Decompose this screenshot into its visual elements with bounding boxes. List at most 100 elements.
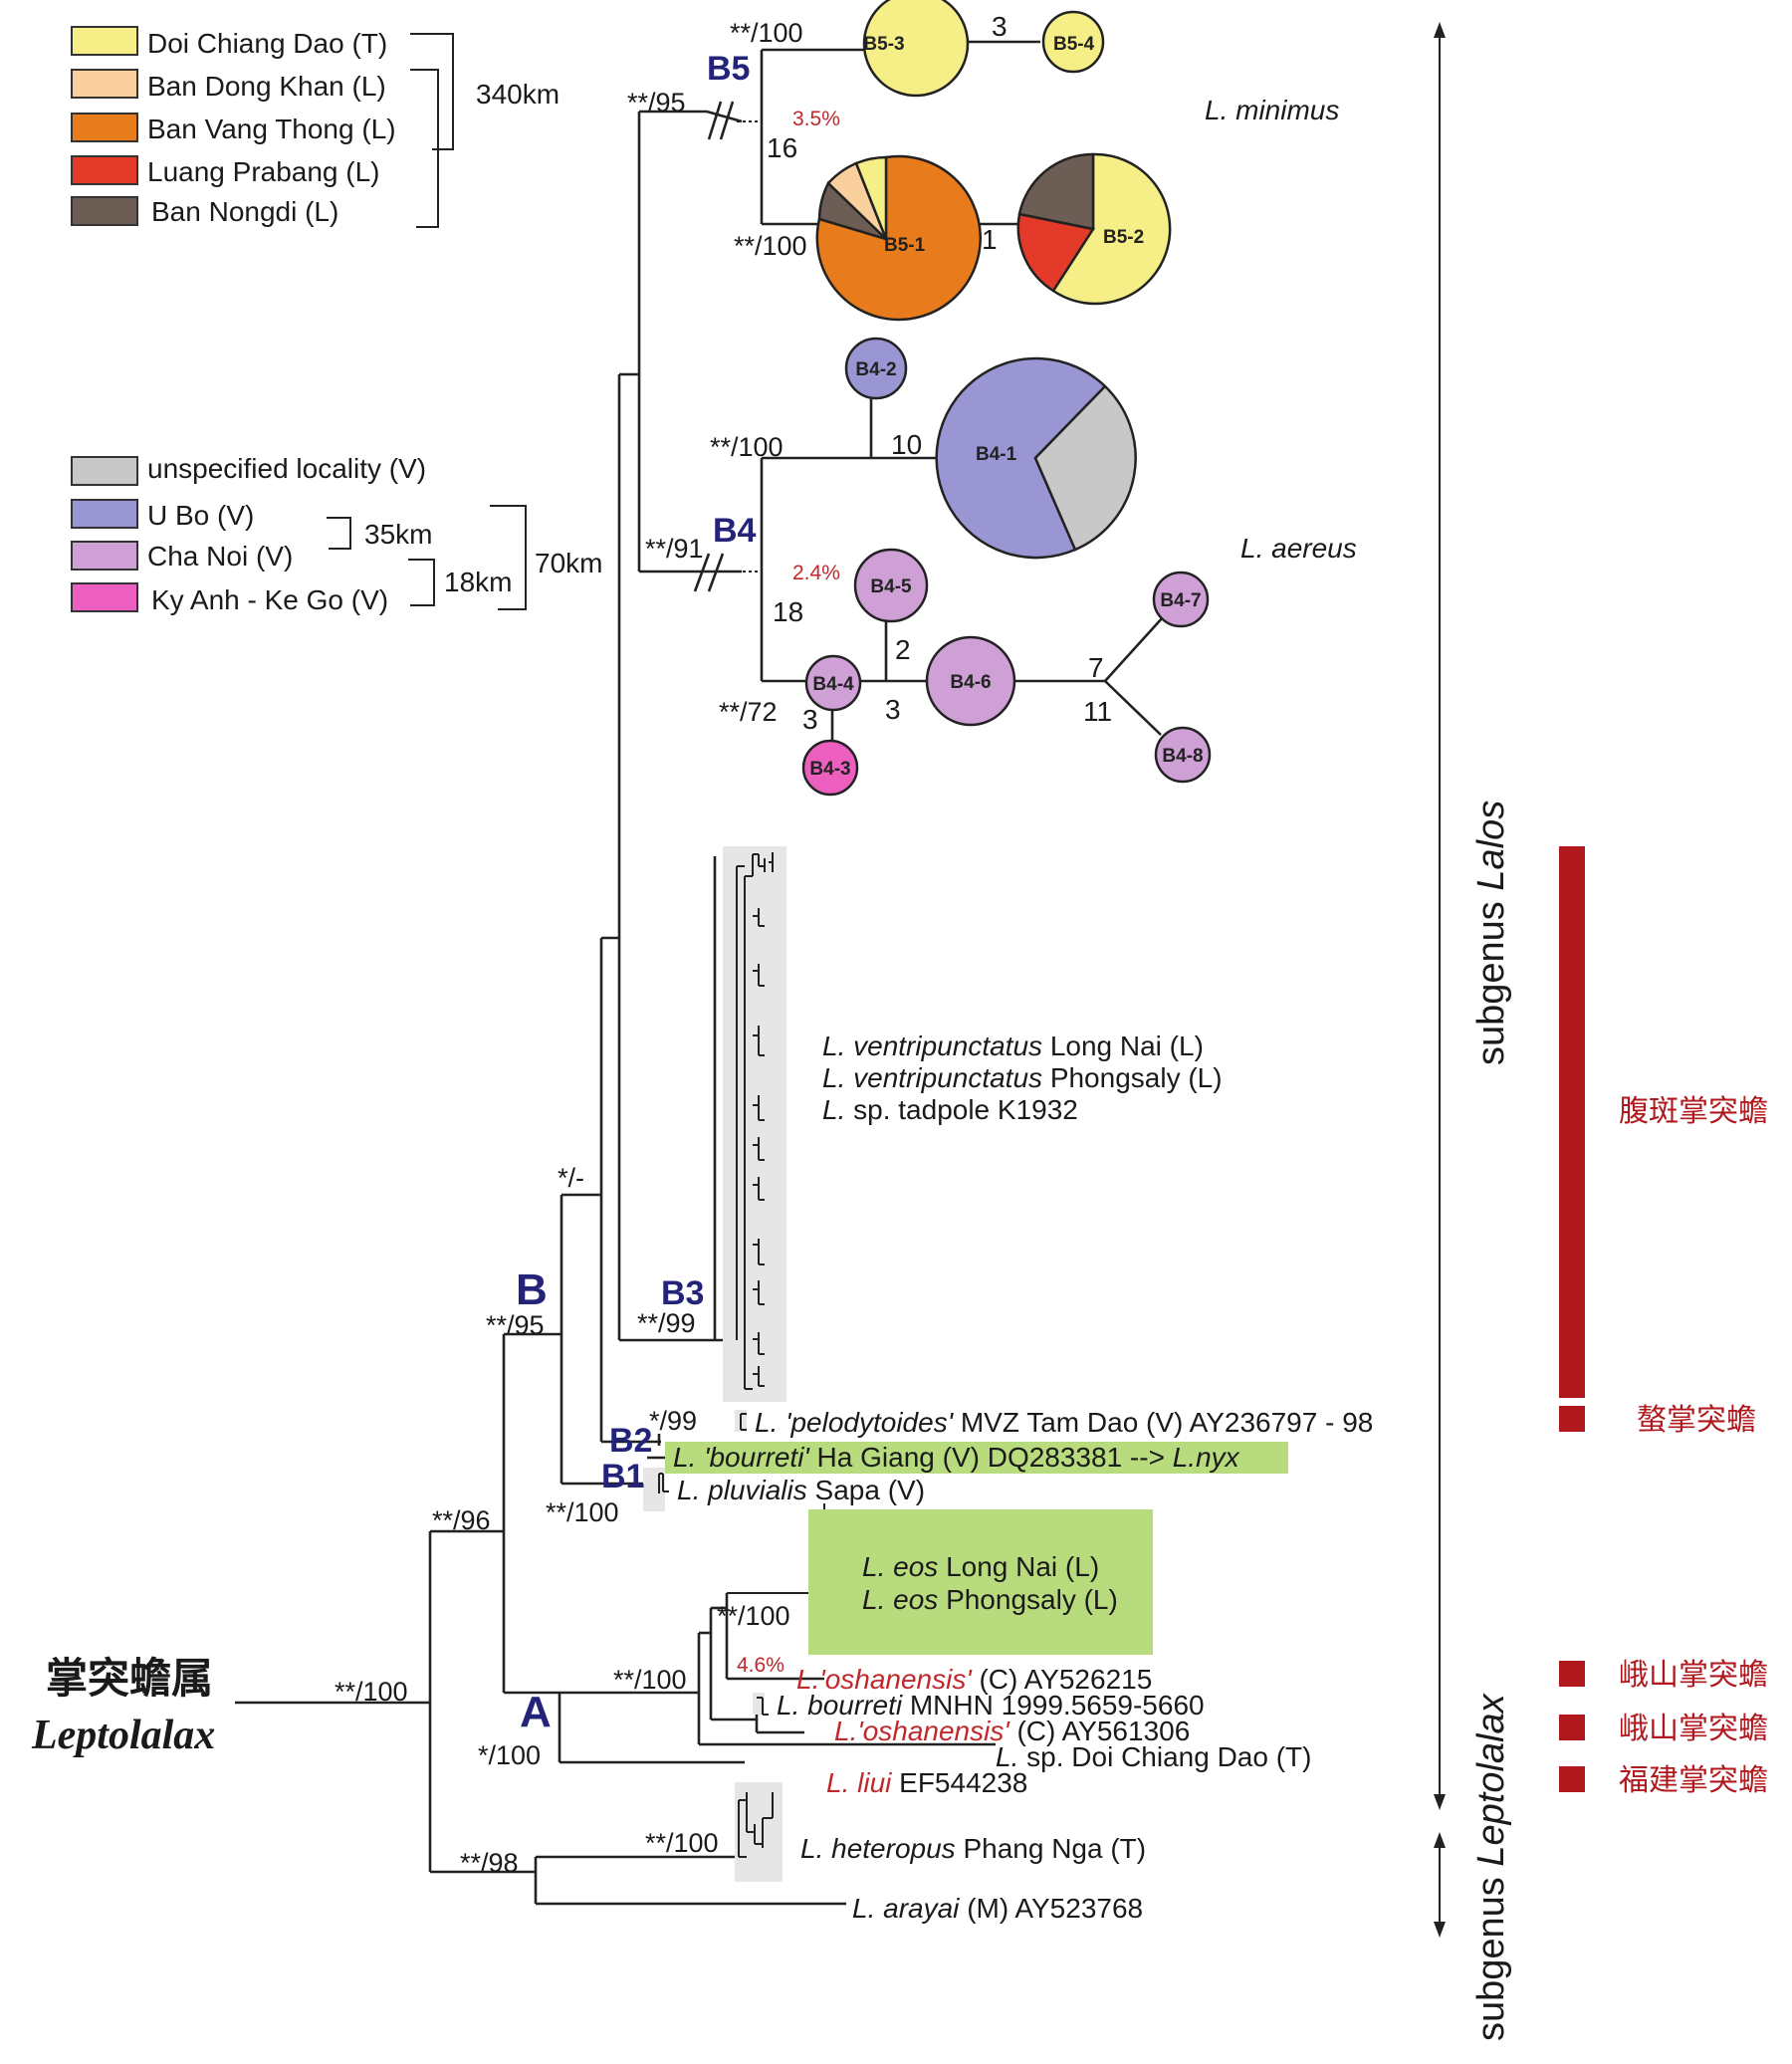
distance-18km: 18km bbox=[444, 567, 512, 597]
svg-text:B4-2: B4-2 bbox=[855, 359, 896, 380]
tip-pluvialis: L. pluvialis Sapa (V) bbox=[677, 1475, 925, 1505]
arrow-down-icon bbox=[1434, 1794, 1446, 1810]
b4-double-slash-2 bbox=[707, 553, 725, 592]
clade-label-a: A bbox=[520, 1688, 552, 1736]
cn-pelodytoides: 螯掌突蟾 bbox=[1637, 1403, 1756, 1438]
bar-ventripunctatus bbox=[1559, 846, 1585, 1398]
tip-arayai: L. arayai (M) AY523768 bbox=[852, 1893, 1143, 1924]
legend-label-ban-dong-khan: Ban Dong Khan (L) bbox=[147, 71, 386, 102]
haplotype-b4-2 bbox=[844, 337, 908, 400]
haplotype-b5-2 bbox=[1016, 152, 1172, 306]
legend-swatch-cha-noi bbox=[71, 541, 138, 571]
distance-bracket-outer bbox=[410, 33, 454, 150]
b4-step-18: 18 bbox=[773, 596, 803, 627]
bracket-70km bbox=[490, 505, 527, 610]
tip-eos-phongsaly: L. eos Phongsaly (L) bbox=[862, 1584, 1118, 1615]
legend-swatch-luang-prabang bbox=[71, 155, 138, 185]
tip-pelodytoides: L. 'pelodytoides' MVZ Tam Dao (V) AY2367… bbox=[755, 1407, 1373, 1438]
haplotype-b4-5 bbox=[853, 548, 929, 623]
b4-step-11: 11 bbox=[1083, 696, 1112, 727]
svg-text:B4-3: B4-3 bbox=[809, 759, 850, 780]
b3-shade-box bbox=[723, 846, 786, 1402]
legend-label-cha-noi: Cha Noi (V) bbox=[147, 541, 293, 572]
b5-divergence: 3.5% bbox=[792, 108, 840, 130]
support-root: **/100 bbox=[335, 1677, 408, 1707]
b5-step-3: 3 bbox=[992, 11, 1008, 42]
legend-label-ban-vang-thong: Ban Vang Thong (L) bbox=[147, 114, 396, 144]
b5-network: B5-3 B5-4 B5-1 B5-2 3 16 1 3.5% L. minim… bbox=[627, 0, 1339, 322]
legend-label-doi-chiang-dao: Doi Chiang Dao (T) bbox=[147, 28, 387, 59]
clade-label-b: B bbox=[516, 1265, 548, 1314]
label-l-minimus: L. minimus bbox=[1205, 95, 1339, 125]
support-b5-top: **/100 bbox=[730, 18, 803, 48]
b4-step-7: 7 bbox=[1088, 652, 1104, 683]
tip-ventripunctatus-long-nai: L. ventripunctatus Long Nai (L) bbox=[822, 1031, 1204, 1061]
clade-label-b3: B3 bbox=[661, 1274, 704, 1312]
clade-label-b5: B5 bbox=[707, 50, 750, 88]
svg-text:B4-8: B4-8 bbox=[1162, 746, 1203, 767]
tip-oshanensis-1: L.'oshanensis' (C) AY526215 bbox=[796, 1664, 1152, 1695]
genus-latin-name: Leptolalax bbox=[31, 1713, 215, 1758]
haplotype-b5-4 bbox=[1041, 10, 1105, 74]
cn-liui: 福建掌突蟾 bbox=[1619, 1763, 1768, 1798]
support-b3: **/99 bbox=[637, 1308, 696, 1338]
support-b4-bottom: **/72 bbox=[719, 697, 778, 727]
support-a: */100 bbox=[478, 1740, 541, 1770]
tip-oshanensis-2: L.'oshanensis' (C) AY561306 bbox=[834, 1716, 1190, 1746]
clade-label-b1: B1 bbox=[601, 1458, 644, 1495]
svg-text:B4-4: B4-4 bbox=[812, 674, 854, 695]
haplotype-b5-1 bbox=[815, 154, 983, 322]
cn-oshanensis-1: 峨山掌突蟾 bbox=[1619, 1658, 1768, 1693]
support-b2: */99 bbox=[649, 1406, 697, 1436]
tip-labels: L. ventripunctatus Long Nai (L) L. ventr… bbox=[673, 1031, 1373, 1924]
legend-localities-minimus: Doi Chiang Dao (T) Ban Dong Khan (L) Ban… bbox=[71, 26, 560, 228]
support-96: **/96 bbox=[432, 1505, 491, 1535]
distance-70km: 70km bbox=[535, 548, 602, 578]
heteropus-comb bbox=[738, 1792, 774, 1858]
haplotype-b4-8 bbox=[1154, 726, 1212, 784]
svg-text:B4-6: B4-6 bbox=[950, 672, 991, 693]
legend-swatch-ban-vang-thong bbox=[71, 113, 138, 142]
b4-step-10: 10 bbox=[891, 429, 922, 460]
b4-divergence: 2.4% bbox=[792, 562, 840, 584]
b4-double-slash-1 bbox=[693, 553, 711, 592]
support-b: **/95 bbox=[486, 1310, 545, 1340]
clade-label-b2: B2 bbox=[609, 1422, 652, 1460]
legend-label-ban-nongdi: Ban Nongdi (L) bbox=[151, 196, 338, 227]
legend-swatch-ban-nongdi bbox=[71, 196, 138, 226]
legend-label-u-bo: U Bo (V) bbox=[147, 500, 254, 531]
support-b4-top: **/100 bbox=[710, 432, 784, 462]
svg-text:B5-2: B5-2 bbox=[1103, 227, 1144, 248]
svg-text:B4-1: B4-1 bbox=[976, 444, 1017, 465]
bar-liui bbox=[1559, 1766, 1585, 1792]
eos-divergence: 4.6% bbox=[737, 1654, 784, 1677]
cn-oshanensis-2: 峨山掌突蟾 bbox=[1619, 1712, 1768, 1746]
bracket-35km bbox=[327, 517, 351, 550]
legend-swatch-unspecified bbox=[71, 456, 138, 486]
b1-comb bbox=[658, 1473, 669, 1493]
b4-step-3a: 3 bbox=[885, 694, 901, 725]
bar-oshanensis-2 bbox=[1559, 1715, 1585, 1740]
haplotype-b4-1 bbox=[935, 356, 1137, 560]
haplotype-b4-4 bbox=[804, 654, 862, 712]
legend-swatch-ky-anh bbox=[71, 582, 138, 612]
legend-swatch-doi-chiang-dao bbox=[71, 26, 138, 56]
haplotype-b4-7 bbox=[1152, 571, 1210, 628]
svg-text:B5-1: B5-1 bbox=[884, 235, 926, 256]
cn-ventripunctatus: 腹斑掌突蟾 bbox=[1619, 1094, 1768, 1129]
subgenus-markers: subgenus Lalos subgenus Leptolalax bbox=[1434, 22, 1512, 2041]
svg-text:B5-3: B5-3 bbox=[863, 34, 904, 55]
legend-swatch-u-bo bbox=[71, 499, 138, 529]
b3-comb bbox=[736, 852, 774, 1390]
b4-step-3b: 3 bbox=[802, 704, 818, 735]
support-b1: **/100 bbox=[546, 1497, 619, 1527]
bar-pelodytoides bbox=[1559, 1406, 1585, 1432]
bmn-comb bbox=[757, 1697, 769, 1716]
b5-double-slash-1 bbox=[707, 101, 723, 140]
b5-step-1: 1 bbox=[982, 224, 998, 255]
subgenus-lalos: subgenus Lalos bbox=[1470, 801, 1512, 1065]
heteropus-shade bbox=[735, 1782, 783, 1882]
chinese-name-annotations: 腹斑掌突蟾 螯掌突蟾 峨山掌突蟾 峨山掌突蟾 福建掌突蟾 bbox=[1559, 846, 1768, 1798]
bracket-18km bbox=[408, 559, 435, 606]
